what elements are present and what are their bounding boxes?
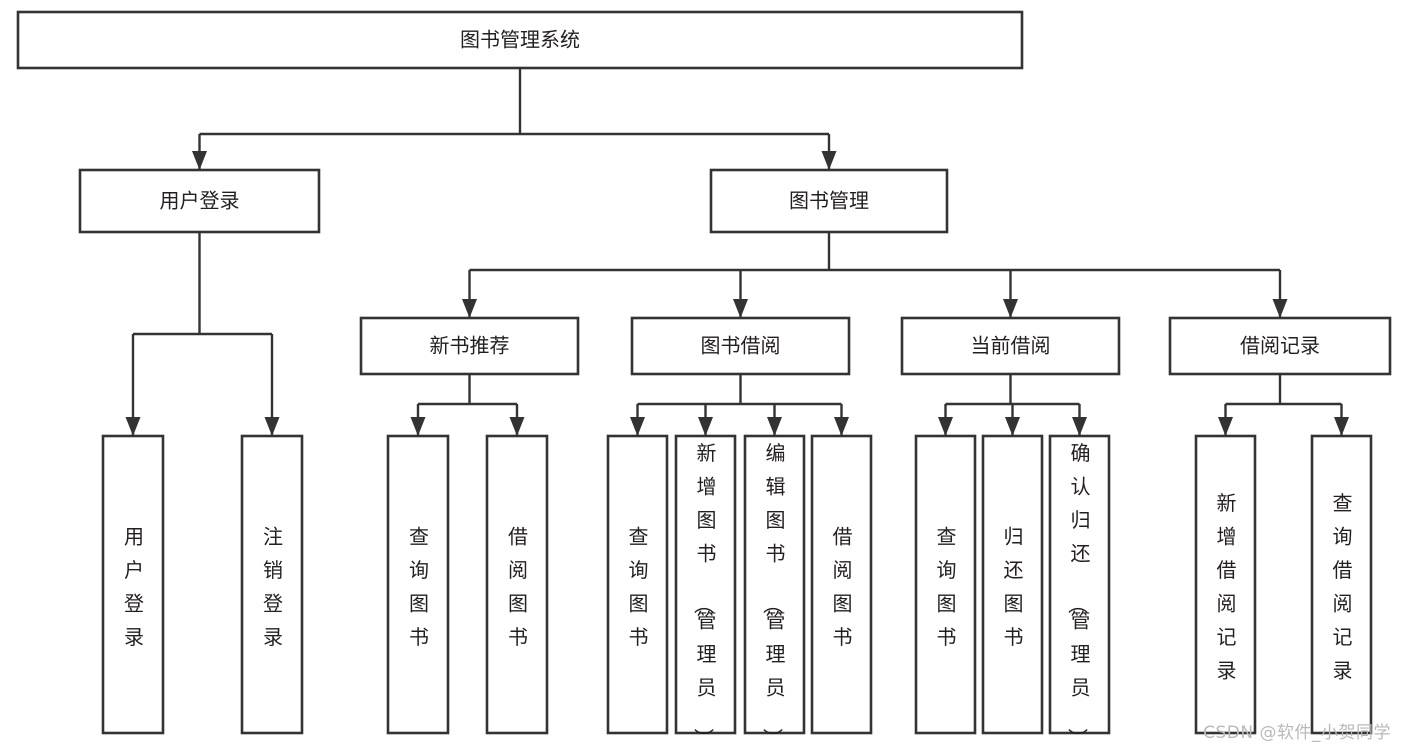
node-label-leaf-user-logout: 注销登录 (263, 525, 283, 650)
node-label-borrow-record: 借阅记录 (1240, 334, 1320, 358)
arrow-icon-leaf-borrow-book-1 (509, 417, 525, 436)
node-label-leaf-query-record: 查询借阅记录 (1333, 491, 1353, 683)
node-box-book-manage (709, 168, 949, 234)
arrow-icon-leaf-edit-book (767, 417, 782, 436)
node-box-leaf-user-login (101, 434, 165, 735)
node-label-book-manage: 图书管理 (789, 189, 869, 213)
node-box-leaf-user-logout (240, 434, 304, 735)
node-user-login[interactable]: 用户登录 (78, 168, 321, 234)
node-label-leaf-return-book: 归还图书 (1004, 525, 1024, 650)
node-box-book-borrow (630, 316, 851, 376)
arrow-icon-user-login (192, 151, 207, 170)
node-box-leaf-add-record (1194, 434, 1257, 735)
node-box-leaf-add-book (674, 434, 737, 735)
node-label-new-book-rec: 新书推荐 (430, 334, 510, 358)
arrow-icon-leaf-borrow-book-2 (834, 417, 849, 436)
node-label-leaf-confirm-return: 确认归还（管理员） (1066, 441, 1091, 747)
node-box-leaf-borrow-book-1 (485, 434, 549, 735)
node-box-user-login (78, 168, 321, 234)
arrow-icon-leaf-user-logout (264, 417, 280, 436)
arrow-icon-leaf-query-book-3 (938, 417, 953, 436)
arrow-icon-new-book-rec (462, 299, 477, 318)
node-root[interactable]: 图书管理系统 (16, 10, 1024, 70)
node-label-leaf-user-login: 用户登录 (124, 525, 144, 650)
node-box-current-borrow (900, 316, 1121, 376)
node-box-new-book-rec (359, 316, 580, 376)
node-box-root (16, 10, 1024, 70)
node-new-book-rec[interactable]: 新书推荐 (359, 316, 580, 376)
arrow-icon-current-borrow (1003, 299, 1018, 318)
arrow-icon-leaf-query-book-2 (630, 417, 645, 436)
arrow-icon-leaf-add-record (1218, 417, 1233, 436)
node-label-book-borrow: 图书借阅 (701, 334, 781, 358)
node-label-leaf-borrow-book-1: 借阅图书 (508, 525, 528, 650)
node-leaf-add-record[interactable]: 新增借阅记录 (1194, 434, 1257, 735)
node-leaf-user-logout[interactable]: 注销登录 (240, 434, 304, 735)
node-leaf-borrow-book-1[interactable]: 借阅图书 (485, 434, 549, 735)
node-box-leaf-query-book-1 (386, 434, 450, 735)
arrow-icon-leaf-query-book-1 (410, 417, 426, 436)
node-label-leaf-query-book-2: 查询图书 (629, 525, 649, 650)
node-leaf-user-login[interactable]: 用户登录 (101, 434, 165, 735)
node-leaf-query-book-1[interactable]: 查询图书 (386, 434, 450, 735)
node-leaf-query-book-2[interactable]: 查询图书 (606, 434, 669, 735)
node-box-leaf-query-book-2 (606, 434, 669, 735)
arrow-icon-leaf-add-book (698, 417, 713, 436)
node-leaf-confirm-return[interactable]: 确认归还（管理员） (1048, 434, 1111, 747)
arrow-icon-leaf-return-book (1005, 417, 1020, 436)
node-label-leaf-query-book-1: 查询图书 (409, 525, 429, 650)
node-label-root: 图书管理系统 (460, 28, 580, 52)
node-box-leaf-query-record (1310, 434, 1373, 735)
node-label-user-login: 用户登录 (160, 189, 240, 213)
arrow-icon-borrow-record (1272, 299, 1288, 318)
node-box-leaf-borrow-book-2 (810, 434, 873, 735)
arrow-icon-book-borrow (733, 299, 748, 318)
node-box-leaf-query-book-3 (914, 434, 977, 735)
node-book-manage[interactable]: 图书管理 (709, 168, 949, 234)
node-box-borrow-record (1168, 316, 1392, 376)
node-box-leaf-return-book (981, 434, 1044, 735)
node-leaf-query-record[interactable]: 查询借阅记录 (1310, 434, 1373, 735)
node-box-leaf-confirm-return (1048, 434, 1111, 735)
node-leaf-query-book-3[interactable]: 查询图书 (914, 434, 977, 735)
node-label-leaf-add-book: 新增图书（管理员） (692, 441, 717, 747)
node-leaf-return-book[interactable]: 归还图书 (981, 434, 1044, 735)
node-leaf-edit-book[interactable]: 编辑图书（管理员） (743, 434, 806, 747)
node-leaf-add-book[interactable]: 新增图书（管理员） (674, 434, 737, 747)
node-label-leaf-add-record: 新增借阅记录 (1217, 491, 1237, 683)
arrow-icon-leaf-query-record (1334, 417, 1349, 436)
node-borrow-record[interactable]: 借阅记录 (1168, 316, 1392, 376)
node-current-borrow[interactable]: 当前借阅 (900, 316, 1121, 376)
arrow-icon-book-manage (821, 151, 837, 170)
node-label-leaf-query-book-3: 查询图书 (937, 525, 957, 650)
arrow-icon-leaf-confirm-return (1072, 417, 1087, 436)
node-box-leaf-edit-book (743, 434, 806, 735)
arrow-icon-leaf-user-login (125, 417, 141, 436)
node-book-borrow[interactable]: 图书借阅 (630, 316, 851, 376)
node-label-current-borrow: 当前借阅 (971, 334, 1051, 358)
node-label-leaf-edit-book: 编辑图书（管理员） (761, 441, 786, 747)
node-label-leaf-borrow-book-2: 借阅图书 (833, 525, 853, 650)
node-leaf-borrow-book-2[interactable]: 借阅图书 (810, 434, 873, 735)
